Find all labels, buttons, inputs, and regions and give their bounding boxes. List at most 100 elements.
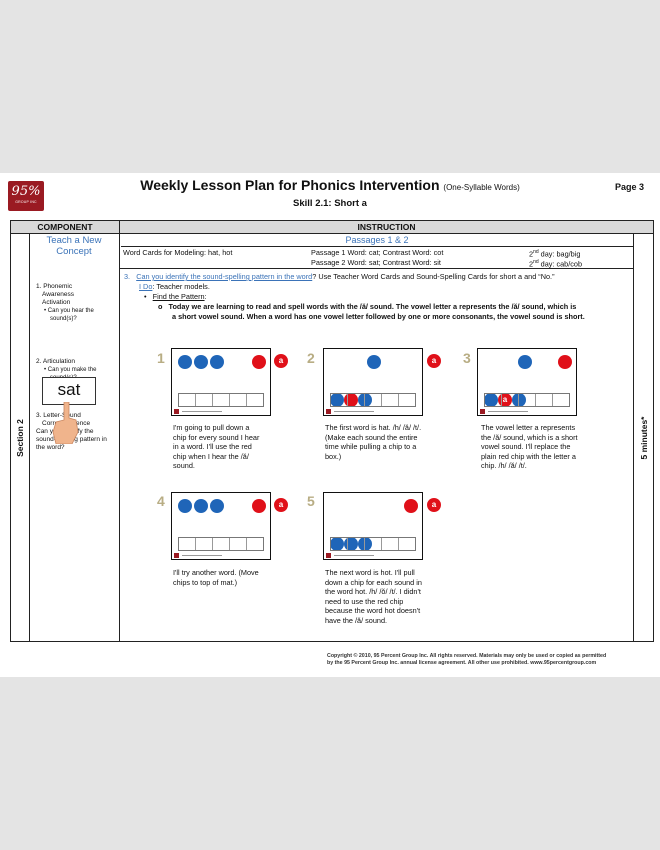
sound-mat-4 (171, 492, 271, 560)
title-subtitle: (One-Syllable Words) (443, 183, 520, 192)
find-pattern-line: • Find the Pattern: (144, 292, 207, 301)
caption-line: time while pulling a chip to a (325, 442, 417, 451)
red-chip (252, 355, 266, 369)
caption-line: the /ă/ sound, which is a short (481, 432, 578, 442)
item-question: • Can you make the (44, 367, 97, 373)
section-label: Section 2 (11, 234, 29, 641)
copyright-line: Copyright © 2010, 95 Percent Group Inc. … (327, 653, 607, 659)
mat-footer (324, 552, 422, 559)
item-label: 1. Phonemic (36, 283, 73, 290)
caption-line: have the /ă/ sound. (325, 615, 388, 625)
caption-line: I'm going to pull down a (173, 423, 250, 432)
pattern-text: Today we are learning to read and spell … (168, 302, 577, 311)
day-text: day: cab/cob (538, 259, 583, 269)
caption-line: the word hot. /h/ /ŏ/ /t/. I didn't (325, 587, 421, 596)
word-card-sat: sat (42, 377, 96, 405)
caption-line: The vowel letter a represents (481, 423, 576, 432)
blue-chip (484, 393, 498, 407)
panel-number: 1 (157, 350, 165, 366)
day-ordinal: nd (533, 259, 539, 265)
passage2-words: Passage 2 Word: sat; Contrast Word: sit (311, 258, 441, 267)
day-number: 2 (529, 259, 534, 269)
copyright-line: by the 95 Percent Group Inc. annual lice… (327, 660, 597, 666)
passages-heading: Passages 1 & 2 (121, 234, 633, 247)
pattern-line-2: a short vowel sound. When a word has one… (172, 312, 585, 321)
page-title: Weekly Lesson Plan for Phonics Intervent… (0, 177, 660, 193)
item-question: the word? (36, 444, 65, 451)
i-do-text: : Teacher models. (152, 282, 210, 291)
caption-line: in a word. I'll use the red (173, 442, 252, 451)
panel-number: 5 (307, 493, 315, 509)
logo-text: 95% (11, 184, 41, 199)
day-text: day: bag/big (538, 249, 581, 259)
mat-footer (324, 408, 422, 415)
item-label: Activation (42, 299, 71, 306)
step-3: 3. Can you identify the sound-spelling p… (124, 272, 555, 282)
red-chip (252, 499, 266, 513)
day-number: 2 (529, 249, 534, 259)
blue-chip (358, 393, 372, 407)
day2-words-1: 2nd day: bag/big (529, 248, 580, 259)
panel-number: 3 (463, 350, 471, 366)
i-do-label: I Do (139, 282, 153, 291)
caption-line: chips to top of mat.) (173, 577, 238, 587)
caption-line: (Make each sound the entire (325, 432, 418, 442)
caption-line: need to use the red chip (325, 596, 404, 606)
caption-line: down a chip for each sound in (325, 577, 422, 587)
duration-text: 5 minutes* (639, 416, 649, 459)
letter-a-chip: a (427, 354, 441, 368)
item-label: 3. Letter-Sound (36, 412, 81, 419)
instruction-header: INSTRUCTION (120, 221, 653, 234)
blue-chip (194, 355, 208, 369)
duration-label: 5 minutes* (634, 234, 654, 641)
pointing-hand-icon (52, 402, 79, 444)
item-question: sound(s)? (50, 316, 77, 322)
mat-footer (172, 408, 270, 415)
step-number: 3. (124, 272, 131, 281)
divider (633, 234, 634, 642)
blue-chip (367, 355, 381, 369)
caption-line: I'll try another word. (Move (173, 568, 259, 577)
caption-line: vowel sound. I'll replace the (481, 442, 571, 451)
day-ordinal: nd (533, 249, 539, 255)
caption-line: The next word is hot. I'll pull (325, 568, 415, 577)
sound-mat-1 (171, 348, 271, 416)
blue-chip (512, 393, 526, 407)
step-question: Can you identify the sound-spelling patt… (136, 272, 313, 281)
logo-subtext: GROUP INC (15, 200, 37, 204)
blue-chip (178, 499, 192, 513)
pattern-line-1: o Today we are learning to read and spel… (158, 302, 577, 311)
sound-mat-2 (323, 348, 423, 416)
teach-new-concept: Teach a New Concept (46, 235, 102, 257)
title-text: Weekly Lesson Plan for Phonics Intervent… (140, 177, 440, 193)
letter-a-chip: a (427, 498, 441, 512)
step-instructions: ? Use Teacher Word Cards and Sound-Spell… (312, 272, 555, 281)
caption-line: sound. (173, 461, 195, 470)
caption-line: box.) (325, 451, 342, 461)
mat-footer (172, 552, 270, 559)
caption-line: chip. /h/ /ă/ /t/. (481, 461, 527, 470)
lesson-table: COMPONENT INSTRUCTION Section 2 5 minute… (10, 220, 654, 642)
sound-mat-3: a (477, 348, 577, 416)
sound-boxes (330, 393, 416, 407)
section-text: Section 2 (15, 418, 25, 457)
blue-chip (330, 393, 344, 407)
panel-2-caption: The first word is hat. /h/ /ă/ /t/.(Make… (325, 423, 445, 461)
panel-number: 2 (307, 350, 315, 366)
find-pattern-label: Find the Pattern (152, 292, 205, 301)
item-question: • Can you hear the (44, 308, 94, 314)
day2-words-2: 2nd day: cab/cob (529, 258, 582, 269)
divider (120, 268, 633, 269)
caption-line: chip when I hear the /ă/ (173, 451, 249, 461)
red-chip (558, 355, 572, 369)
mat-footer (478, 408, 576, 415)
caption-line: because the word hot doesn't (325, 606, 421, 615)
caption-line: The first word is hat. /h/ /ă/ /t/. (325, 423, 422, 432)
blue-chip (178, 355, 192, 369)
red-chip (404, 499, 418, 513)
blue-chip (358, 537, 372, 551)
phonemic-awareness-item: 1. Phonemic Awareness Activation • Can y… (36, 283, 94, 323)
blue-chip (194, 499, 208, 513)
